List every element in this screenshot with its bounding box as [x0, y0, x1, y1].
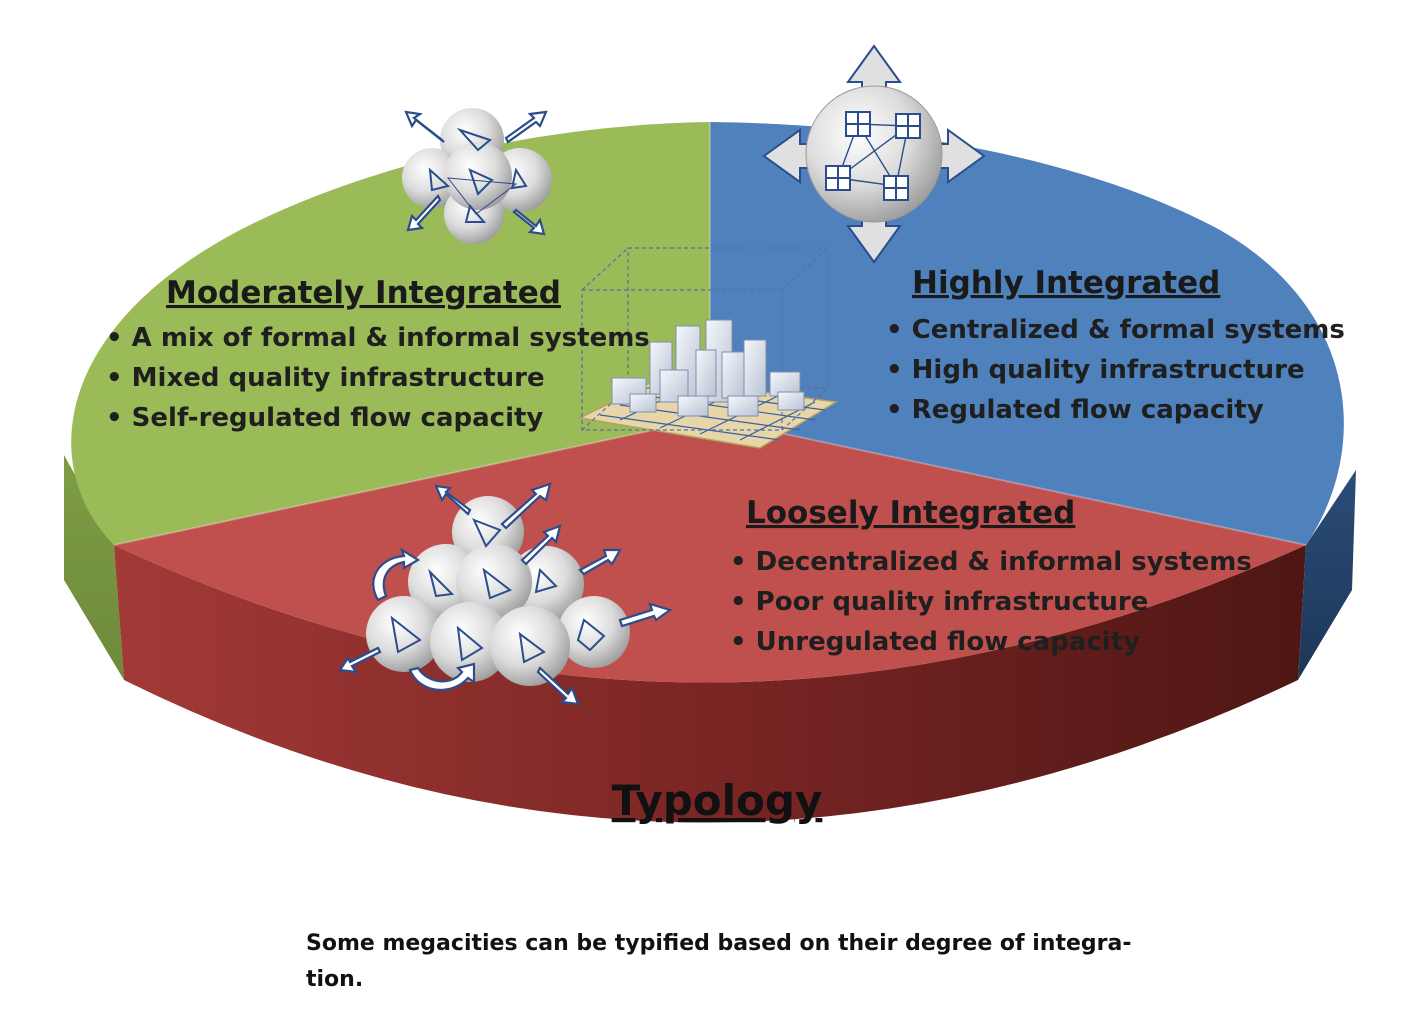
- loosely-network-icon: [338, 482, 673, 706]
- grid-block-icons: [825, 111, 921, 201]
- segment-bullet-moderately-3: • Self-regulated flow capacity: [106, 403, 543, 433]
- city-illustration: [577, 247, 839, 449]
- pie-top: [71, 122, 1344, 683]
- slice-divider-2: [709, 417, 1307, 546]
- segment-bullet-loosely-3: • Unregulated flow capacity: [730, 627, 1140, 657]
- segment-title-loosely: Loosely Integrated: [746, 495, 1075, 531]
- pie-side-walls: [64, 455, 1356, 823]
- segment-bullet-loosely-1: • Decentralized & informal systems: [730, 547, 1252, 577]
- slice-divider-1: [113, 417, 711, 546]
- segment-bullet-highly-2: • High quality infrastructure: [886, 355, 1305, 385]
- figure-caption: Some megacities can be typified based on…: [306, 931, 1132, 992]
- moderately-arrows: [404, 110, 548, 236]
- side-wall-red: [114, 545, 1306, 823]
- segment-title-highly: Highly Integrated: [912, 265, 1220, 301]
- center-label-typology: Typology: [612, 776, 823, 825]
- highly-network-icon: [762, 44, 986, 264]
- segment-bullet-loosely-2: • Poor quality infrastructure: [730, 587, 1148, 617]
- slice-green: [71, 122, 711, 545]
- segment-bullet-highly-1: • Centralized & formal systems: [886, 315, 1345, 345]
- segment-bullet-moderately-1: • A mix of formal & informal systems: [106, 323, 650, 353]
- side-wall-blue: [1298, 470, 1356, 680]
- segment-bullet-highly-3: • Regulated flow capacity: [886, 395, 1264, 425]
- moderately-network-icon: [402, 108, 552, 244]
- segment-highly: Highly Integrated • Centralized & formal…: [886, 265, 1345, 425]
- side-wall-green: [64, 455, 124, 680]
- segment-loosely: Loosely Integrated • Decentralized & inf…: [730, 495, 1252, 657]
- loosely-arrows: [338, 482, 673, 706]
- segment-moderately: Moderately Integrated • A mix of formal …: [106, 275, 650, 433]
- city-buildings: [611, 319, 805, 417]
- segment-title-moderately: Moderately Integrated: [166, 275, 561, 311]
- segment-bullet-moderately-2: • Mixed quality infrastructure: [106, 363, 545, 393]
- city-wireframe-cube: [581, 247, 829, 431]
